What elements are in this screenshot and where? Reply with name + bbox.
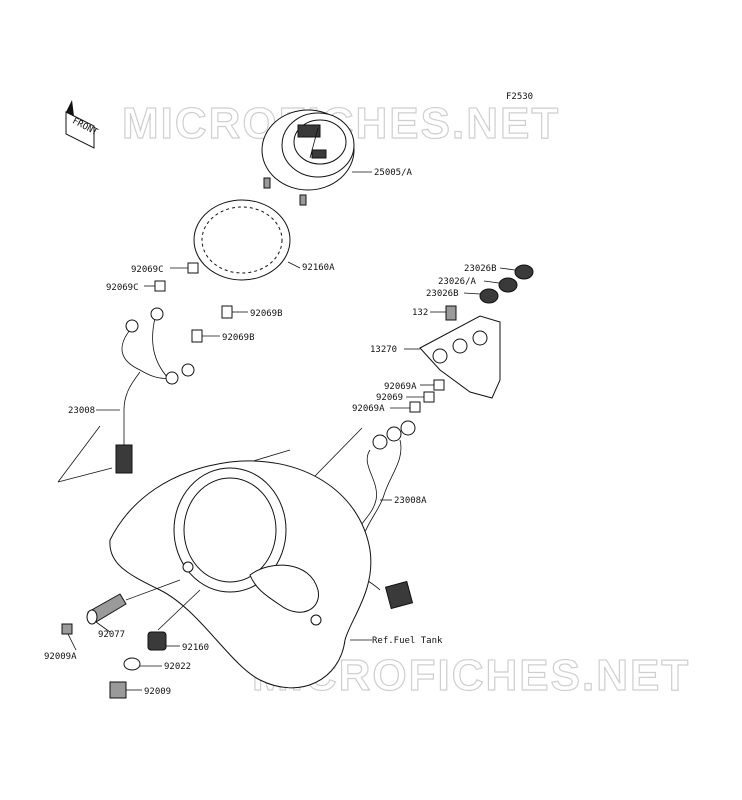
label-ref-fuel-tank: Ref.Fuel Tank — [372, 636, 443, 646]
label-23026b-1: 23026B — [464, 264, 497, 274]
front-arrow-icon: FRONT — [65, 100, 100, 149]
bracket-13270-part — [419, 315, 501, 399]
screw-132 — [445, 305, 457, 321]
label-23026a: 23026/A — [438, 277, 477, 287]
clip-92069c-1 — [187, 262, 199, 274]
label-92069c-1: 92069C — [131, 265, 164, 275]
grommet-92077 — [86, 593, 127, 625]
label-92009: 92009 — [144, 687, 171, 697]
label-132: 132 — [412, 308, 428, 318]
label-92160a: 92160A — [302, 263, 335, 273]
label-25005a: 25005/A — [374, 168, 413, 178]
label-23008a: 23008A — [394, 496, 427, 506]
washer-92022 — [123, 657, 141, 671]
screw-92009a — [61, 623, 73, 635]
bulb-sockets — [479, 264, 534, 304]
label-92069b-1: 92069B — [250, 309, 283, 319]
harness-23008-part — [115, 307, 195, 474]
label-92069c-2: 92069C — [106, 283, 139, 293]
label-23026b-2: 23026B — [426, 289, 459, 299]
label-92022: 92022 — [164, 662, 191, 672]
meter-cover-part — [109, 460, 372, 689]
label-92009a: 92009A — [44, 652, 77, 662]
label-92160: 92160 — [182, 643, 209, 653]
clip-92069 — [423, 391, 435, 403]
damper-92160 — [147, 631, 167, 651]
label-23008: 23008 — [68, 406, 95, 416]
label-92069: 92069 — [376, 393, 403, 403]
label-92069b-2: 92069B — [222, 333, 255, 343]
clip-92069b-1 — [221, 305, 233, 319]
bolt-92009 — [109, 681, 127, 699]
label-92077: 92077 — [98, 630, 125, 640]
figure-code: F2530 — [506, 92, 533, 102]
label-92069a-2: 92069A — [352, 404, 385, 414]
clip-92069c-2 — [154, 280, 166, 292]
clip-92069a-2 — [409, 401, 421, 413]
label-92069a-1: 92069A — [384, 382, 417, 392]
clip-92069a-1 — [433, 379, 445, 391]
clip-92069b-2 — [191, 329, 203, 343]
speedometer-part — [261, 109, 372, 206]
ring-part — [193, 199, 301, 281]
harness-23008a-part — [349, 420, 416, 610]
label-13270: 13270 — [370, 345, 397, 355]
